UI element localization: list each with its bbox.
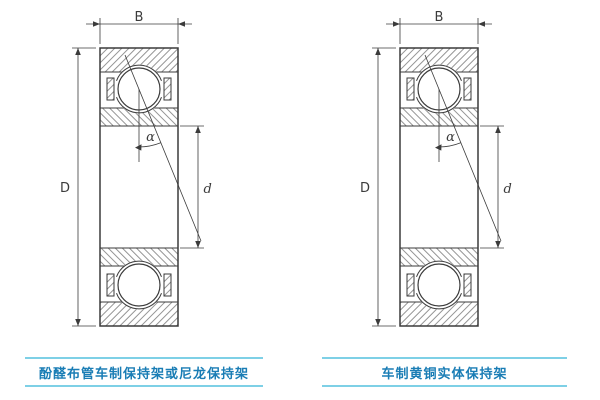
dim-label-contact-angle: α <box>146 130 155 145</box>
bearing-diagram-left: B D d α <box>8 10 288 350</box>
caption-left: 酚醛布管车制保持架或尼龙保持架 <box>25 357 263 387</box>
bearing-drawing-right: B D d α <box>360 10 512 327</box>
bearing-drawing-left: B D d α <box>60 10 212 327</box>
dim-label-width: B <box>435 10 444 25</box>
bearing-diagram-right: B D d α <box>308 10 588 350</box>
dim-label-outer-diameter: D <box>360 181 370 196</box>
dim-label-contact-angle: α <box>446 130 455 145</box>
dim-label-bore: d <box>204 182 212 197</box>
dim-label-outer-diameter: D <box>60 181 70 196</box>
caption-right-text: 车制黄铜实体保持架 <box>381 366 508 382</box>
caption-left-text: 酚醛布管车制保持架或尼龙保持架 <box>38 366 249 382</box>
bearing-drawing <box>371 17 505 327</box>
bearing-drawing <box>71 17 205 327</box>
dim-label-width: B <box>135 10 144 25</box>
dim-label-bore: d <box>504 182 512 197</box>
caption-right: 车制黄铜实体保持架 <box>322 357 567 387</box>
